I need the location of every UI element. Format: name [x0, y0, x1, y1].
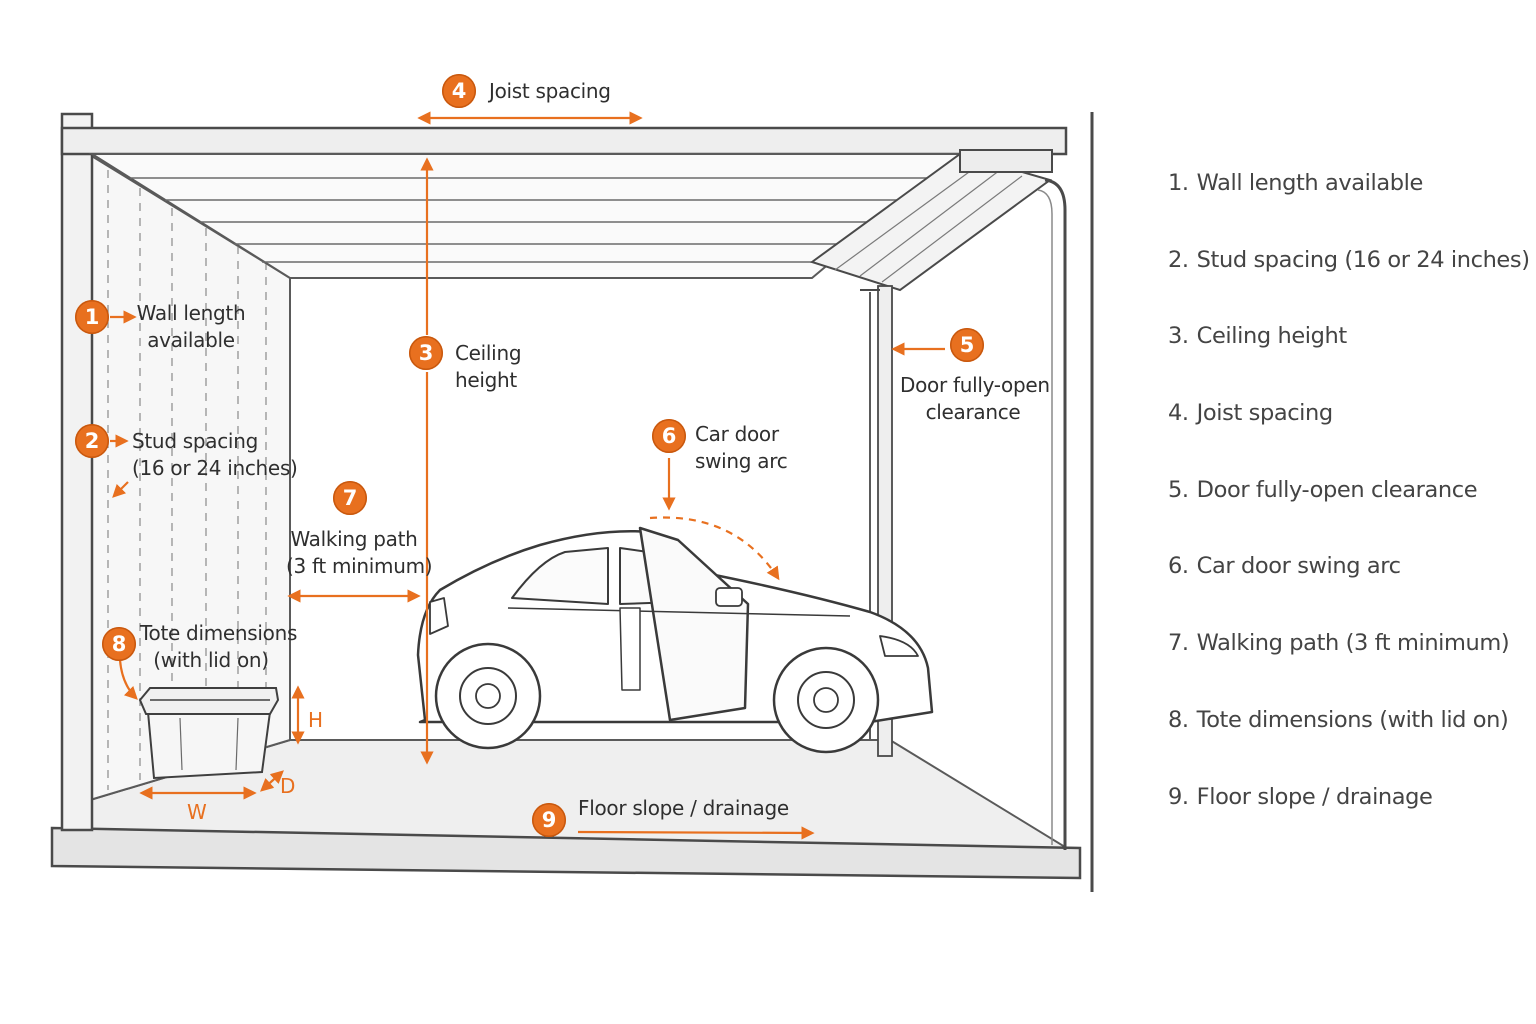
- callout-label-wall-length: Wall length available: [136, 300, 246, 354]
- legend-number: 2.: [1168, 246, 1189, 273]
- callout-label-floor-slope: Floor slope / drainage: [578, 796, 789, 820]
- callout-badge-2: 2: [75, 424, 109, 458]
- callout-label-door-clearance: Door fully-open clearance: [900, 372, 1050, 426]
- legend-number: 7.: [1168, 630, 1189, 657]
- callout-line: Ceiling: [455, 341, 522, 365]
- callout-badge-6: 6: [652, 419, 686, 453]
- callout-line: Door fully-open: [900, 373, 1050, 397]
- arrow-swing-arc: [649, 516, 780, 581]
- callout-label-walking-path: Walking path (3 ft minimum): [286, 526, 433, 580]
- legend-item: 6. Car door swing arc: [1168, 553, 1518, 630]
- callout-badge-5: 5: [950, 328, 984, 362]
- arrow-tote-depth: [260, 770, 284, 792]
- callout-label-car-door-swing: Car door swing arc: [695, 421, 788, 475]
- callout-label-joist-spacing: Joist spacing: [489, 79, 611, 103]
- callout-line: (16 or 24 inches): [132, 456, 298, 480]
- legend-number: 9.: [1168, 783, 1189, 810]
- callout-badge-7: 7: [333, 481, 367, 515]
- callout-line: Car door: [695, 422, 779, 446]
- legend-number: 5.: [1168, 476, 1189, 503]
- tote-height-label: H: [308, 708, 324, 732]
- car: [416, 526, 934, 754]
- legend-text: Wall length available: [1196, 170, 1424, 196]
- legend-item: 4. Joist spacing: [1168, 400, 1518, 477]
- callout-badge-3: 3: [409, 336, 443, 370]
- legend-item: 5. Door fully-open clearance: [1168, 477, 1518, 554]
- callout-line: Tote dimensions: [140, 621, 298, 645]
- callout-badge-9: 9: [532, 803, 566, 837]
- callout-line: swing arc: [695, 449, 788, 473]
- legend-text: Joist spacing: [1196, 400, 1334, 427]
- legend-number: 1.: [1168, 170, 1189, 196]
- storage-tote: [138, 687, 280, 780]
- legend-item: 1. Wall length available: [1168, 170, 1518, 247]
- legend-list: 1. Wall length available 2. Stud spacing (…: [1168, 170, 1530, 861]
- tote-depth-label: D: [280, 774, 296, 798]
- legend-number: 6.: [1168, 553, 1189, 580]
- callout-line: Walking path: [290, 527, 418, 551]
- callout-label-stud-spacing: Stud spacing (16 or 24 inches): [132, 428, 298, 482]
- legend-number: 8.: [1168, 706, 1189, 733]
- arrow-tote: [118, 659, 138, 700]
- callout-badge-4: 4: [442, 74, 476, 108]
- callout-line: Stud spacing: [132, 429, 258, 453]
- callout-line: Wall length: [136, 301, 246, 325]
- callout-badge-1: 1: [75, 300, 109, 334]
- legend-text: Ceiling height: [1196, 323, 1348, 350]
- callout-line: (with lid on): [153, 648, 269, 672]
- legend-number: 3.: [1168, 323, 1189, 350]
- garage-door: [809, 149, 1067, 850]
- callout-line: (3 ft minimum): [286, 554, 433, 578]
- callout-label-tote-dimensions: Tote dimensions (with lid on): [140, 620, 298, 674]
- legend-text: Floor slope / drainage: [1196, 783, 1433, 810]
- legend-item: 9. Floor slope / drainage: [1168, 784, 1518, 861]
- ceiling: [60, 126, 1068, 279]
- callout-line: height: [455, 368, 517, 392]
- left-wall: [60, 112, 291, 832]
- legend-number: 4.: [1168, 400, 1189, 427]
- legend-item: 8. Tote dimensions (with lid on): [1168, 707, 1518, 784]
- garage-floor: [50, 739, 1082, 880]
- legend-text: Tote dimensions (with lid on): [1196, 706, 1509, 733]
- legend-text: Door fully-open clearance: [1196, 476, 1478, 503]
- legend-item: 7. Walking path (3 ft minimum): [1168, 630, 1518, 707]
- callout-line: clearance: [925, 400, 1021, 424]
- arrow-stud-diagonal: [112, 481, 129, 498]
- tote-width-label: W: [187, 800, 207, 824]
- legend-text: Stud spacing (16 or 24 inches): [1196, 246, 1530, 273]
- callout-badge-8: 8: [102, 627, 136, 661]
- callout-label-ceiling-height: Ceiling height: [455, 340, 522, 394]
- legend-item: 2. Stud spacing (16 or 24 inches): [1168, 246, 1530, 324]
- legend-item: 3. Ceiling height: [1168, 323, 1518, 400]
- measurement-arrows: [110, 111, 945, 840]
- arrow-floor-slope: [577, 826, 815, 840]
- legend-text: Walking path (3 ft minimum): [1196, 630, 1510, 657]
- callout-line: available: [147, 328, 235, 352]
- legend-text: Car door swing arc: [1196, 553, 1401, 580]
